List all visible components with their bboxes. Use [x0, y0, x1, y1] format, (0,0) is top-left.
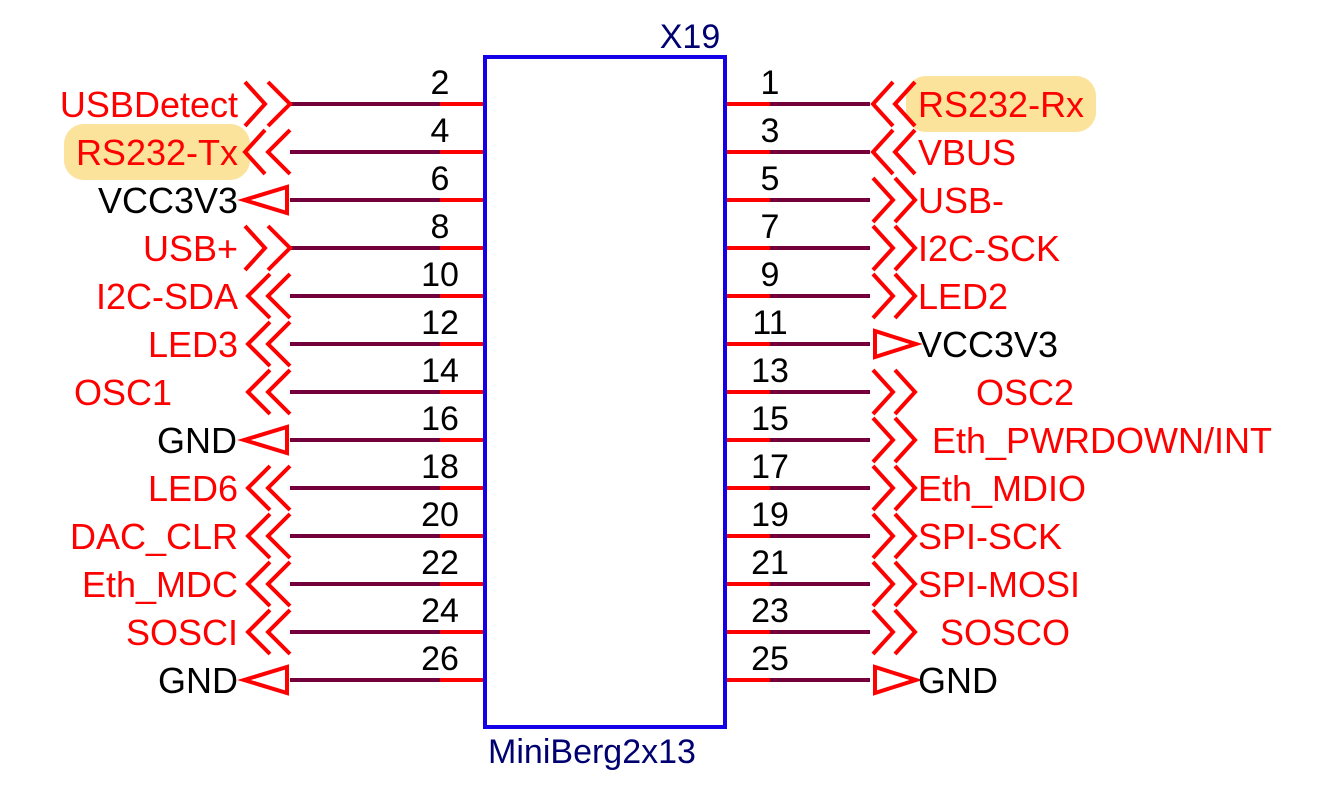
pin-number-7: 7 [761, 208, 780, 246]
port-symbol-14 [245, 368, 292, 416]
pin-number-17: 17 [751, 448, 789, 486]
pin-number-15: 15 [751, 400, 789, 438]
port-symbol-15 [871, 416, 918, 464]
net-label-left-20: DAC_CLR [70, 516, 238, 557]
pin-number-13: 13 [751, 352, 789, 390]
pin-number-25: 25 [751, 640, 789, 678]
highlight-right-1 [906, 76, 1097, 132]
port-symbol-12 [245, 320, 292, 368]
port-symbol-24 [245, 608, 292, 656]
pin-number-4: 4 [431, 112, 450, 150]
net-label-right-11: VCC3V3 [918, 324, 1058, 365]
pin-number-2: 2 [431, 64, 450, 102]
pin-number-12: 12 [421, 304, 459, 342]
net-label-right-5: USB- [918, 180, 1004, 221]
port-symbol-8 [243, 224, 293, 272]
net-label-left-12: LED3 [148, 324, 238, 365]
power-port-symbol-16 [237, 424, 289, 456]
port-symbol-4 [242, 128, 292, 176]
pin-number-14: 14 [421, 352, 459, 390]
port-symbol-19 [871, 512, 918, 560]
net-label-right-23: SOSCO [940, 612, 1070, 653]
net-label-left-26: GND [158, 660, 238, 701]
net-label-left-4: RS232-Tx [76, 132, 238, 173]
port-symbol-21 [871, 560, 918, 608]
net-label-left-18: LED6 [148, 468, 238, 509]
port-symbol-7 [871, 224, 918, 272]
highlight-layer [63, 76, 1097, 180]
pin-number-9: 9 [761, 256, 780, 294]
pin-number-3: 3 [761, 112, 780, 150]
net-label-left-10: I2C-SDA [96, 276, 238, 317]
net-label-left-8: USB+ [143, 228, 238, 269]
net-label-right-9: LED2 [918, 276, 1008, 317]
port-symbol-2 [243, 80, 293, 128]
net-label-left-2: USBDetect [60, 84, 238, 125]
pin-number-24: 24 [421, 592, 459, 630]
port-symbol-13 [871, 368, 918, 416]
net-label-left-16: GND [157, 420, 237, 461]
pin-number-16: 16 [421, 400, 459, 438]
net-label-right-25: GND [918, 660, 998, 701]
pin-number-22: 22 [421, 544, 459, 582]
port-symbol-10 [245, 272, 292, 320]
pin-number-21: 21 [751, 544, 789, 582]
port-symbol-3 [870, 128, 917, 176]
net-label-left-24: SOSCI [126, 612, 238, 653]
net-label-right-19: SPI-SCK [918, 516, 1062, 557]
power-port-symbol-26 [237, 664, 289, 696]
port-symbol-1 [870, 80, 917, 128]
pin-number-23: 23 [751, 592, 789, 630]
pin-number-8: 8 [431, 208, 450, 246]
power-port-symbol-6 [237, 184, 289, 216]
port-symbol-5 [871, 176, 918, 224]
highlight-left-4 [63, 124, 250, 180]
net-label-right-15: Eth_PWRDOWN/INT [932, 420, 1272, 461]
port-symbol-23 [871, 608, 918, 656]
net-label-left-22: Eth_MDC [82, 564, 238, 605]
pin-number-26: 26 [421, 640, 459, 678]
power-port-symbol-25 [873, 664, 923, 696]
connector-body [483, 55, 727, 729]
component-designator: X19 [660, 18, 721, 56]
pin-number-11: 11 [752, 304, 787, 342]
component-part-name: MiniBerg2x13 [488, 733, 696, 771]
net-label-right-7: I2C-SCK [918, 228, 1060, 269]
port-symbol-22 [245, 560, 292, 608]
pin-number-5: 5 [761, 160, 780, 198]
net-label-right-1: RS232-Rx [918, 84, 1084, 125]
port-symbol-20 [245, 512, 292, 560]
port-symbol-18 [245, 464, 292, 512]
net-label-right-21: SPI-MOSI [918, 564, 1080, 605]
pin-number-19: 19 [751, 496, 789, 534]
power-port-symbol-11 [873, 328, 923, 360]
pin-number-10: 10 [421, 256, 459, 294]
port-symbol-17 [871, 464, 918, 512]
net-label-right-17: Eth_MDIO [918, 468, 1086, 509]
pin-number-18: 18 [421, 448, 459, 486]
pin-number-6: 6 [431, 160, 450, 198]
pin-number-20: 20 [421, 496, 459, 534]
net-label-right-3: VBUS [918, 132, 1016, 173]
net-label-left-6: VCC3V3 [98, 180, 238, 221]
net-label-right-13: OSC2 [976, 372, 1074, 413]
pin-number-1: 1 [761, 64, 780, 102]
wire-layer [237, 80, 923, 696]
port-symbol-9 [871, 272, 918, 320]
net-label-left-14: OSC1 [74, 372, 172, 413]
